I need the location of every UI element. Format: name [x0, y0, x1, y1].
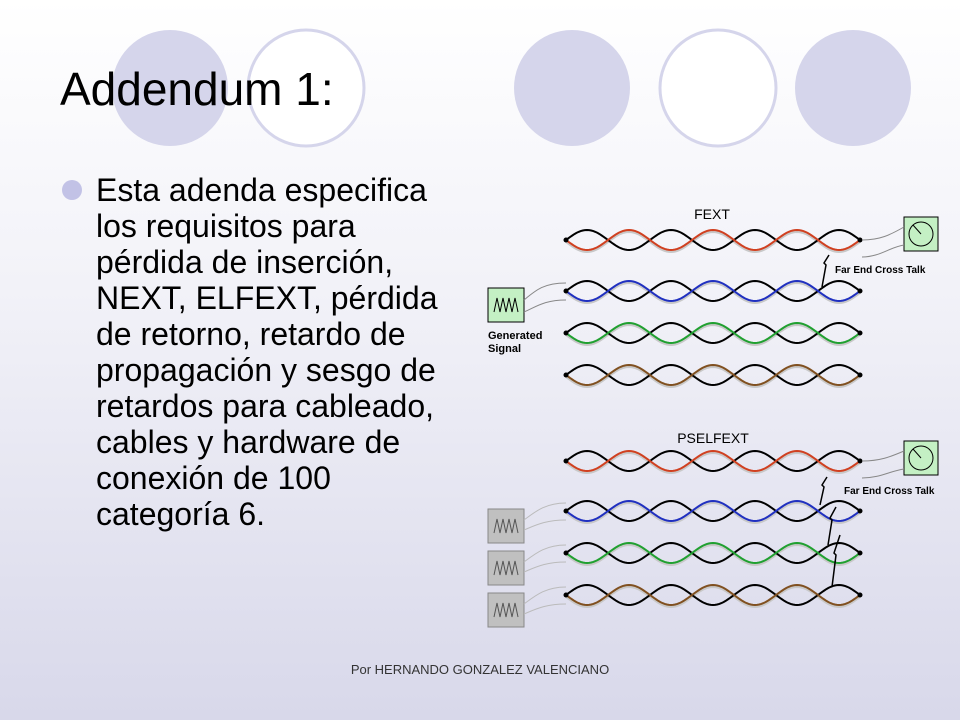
pselfext-pair-4-end-terminal: [857, 592, 863, 598]
pselfext-pair-1-color-wire: [565, 449, 861, 473]
pselfext-pair-2-color-wire: [565, 499, 861, 523]
fext-pair-2-end-terminal: [857, 288, 863, 294]
generator-icon-1: [487, 508, 525, 544]
generator-icon-2: [487, 550, 525, 586]
signal-generator-icon: [487, 287, 525, 323]
fext-pair-3-color-wire: [565, 321, 861, 345]
fext-pair-2-black-wire: [565, 279, 861, 303]
deco-circle-2: [246, 28, 366, 148]
pselfext-crosstalk-label: Far End Cross Talk: [844, 486, 935, 497]
pselfext-pair-2-end-terminal: [857, 508, 863, 514]
slide-footer: Por HERNANDO GONZALEZ VALENCIANO: [350, 662, 610, 677]
fext-crosstalk-label: Far End Cross Talk: [835, 265, 926, 276]
fext-pair-3-end-terminal: [857, 330, 863, 336]
decorative-circles: [112, 28, 911, 148]
fext-pair-3-start-terminal: [563, 330, 569, 336]
pselfext-pair-4-color-wire: [565, 583, 861, 607]
pselfext-title: PSELFEXT: [677, 430, 749, 446]
generated-signal-label-2: Signal: [488, 343, 521, 355]
fext-twisted-pairs: [563, 228, 863, 389]
generated-signal-label-1: Generated: [488, 330, 542, 342]
pselfext-pair-3-start-terminal: [563, 550, 569, 556]
deco-circle-4: [658, 28, 778, 148]
pselfext-twisted-pairs: [563, 449, 863, 609]
fext-pair-4-color-wire: [565, 363, 861, 387]
crosstalk-diagram: FEXT Generated Signal Far End Cross Talk…: [487, 206, 939, 628]
fext-pair-3-black-wire: [565, 321, 861, 345]
fext-pair-1-end-terminal: [857, 237, 863, 243]
bullet-text: Esta adenda especifica los requisitos pa…: [96, 172, 438, 532]
generator-icon-3: [487, 592, 525, 628]
fext-pair-1-start-terminal: [563, 237, 569, 243]
fext-pair-4-start-terminal: [563, 372, 569, 378]
pselfext-pair-2-start-terminal: [563, 508, 569, 514]
pselfext-pair-2-black-wire: [565, 499, 861, 523]
pselfext-pair-1-black-wire: [565, 449, 861, 473]
fext-pair-1-color-wire: [565, 228, 861, 252]
bullet-dot: [62, 180, 82, 200]
fext-pair-1-black-wire: [565, 228, 861, 252]
deco-circle-5: [795, 30, 911, 146]
deco-circle-3: [514, 30, 630, 146]
deco-circle-1: [112, 30, 228, 146]
fext-pair-2-start-terminal: [563, 288, 569, 294]
pselfext-pair-3-end-terminal: [857, 550, 863, 556]
fext-title: FEXT: [694, 206, 730, 222]
pselfext-meter-icon: [903, 440, 939, 476]
pselfext-pair-4-start-terminal: [563, 592, 569, 598]
pselfext-pair-3-black-wire: [565, 541, 861, 565]
slide-title: Addendum 1:: [60, 63, 334, 115]
pselfext-pair-1-start-terminal: [563, 458, 569, 464]
fext-pair-4-end-terminal: [857, 372, 863, 378]
fext-pair-4-black-wire: [565, 363, 861, 387]
fext-meter-icon: [903, 216, 939, 252]
pselfext-pair-1-end-terminal: [857, 458, 863, 464]
fext-pair-2-color-wire: [565, 279, 861, 303]
pselfext-pair-3-color-wire: [565, 541, 861, 565]
pselfext-pair-4-black-wire: [565, 583, 861, 607]
